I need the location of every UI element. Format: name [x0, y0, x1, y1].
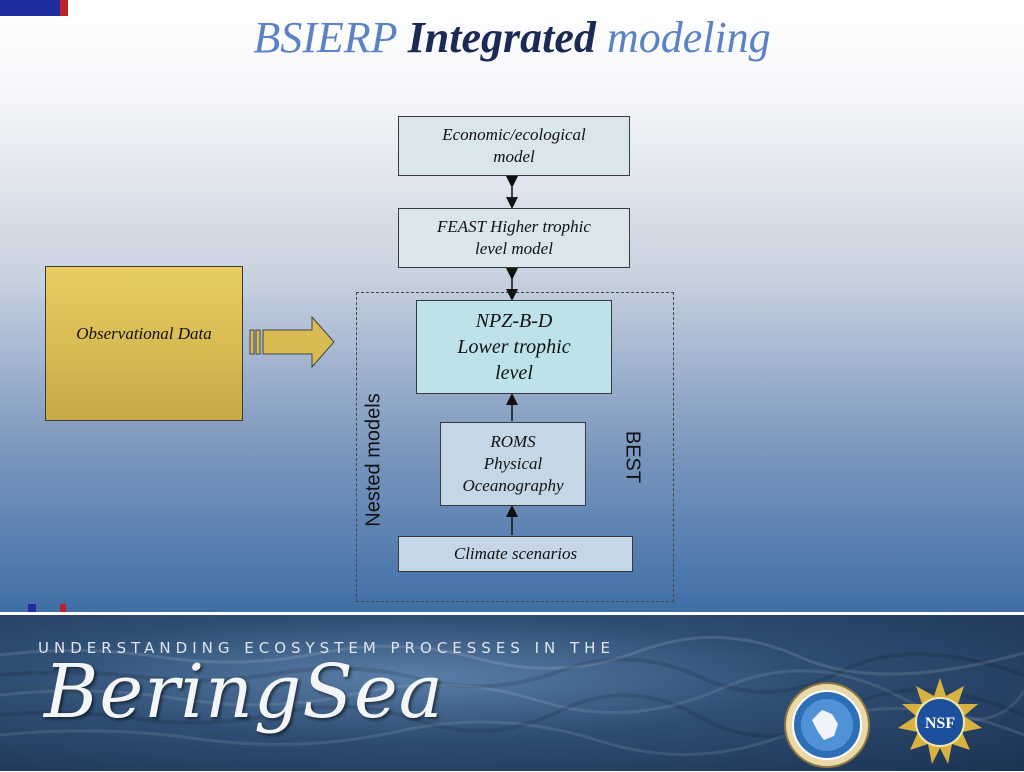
block-arrow-obs-to-npz [249, 315, 335, 369]
economic-model-label: Economic/ecological model [442, 124, 586, 166]
corner-accent-red [60, 0, 68, 16]
observational-data-label: Observational Data [76, 324, 212, 343]
climate-scenarios-box: Climate scenarios [398, 536, 633, 572]
nsf-seal-icon: NSF [898, 678, 982, 764]
climate-scenarios-label: Climate scenarios [453, 543, 578, 563]
economic-ecological-model-box: Economic/ecological model [398, 116, 630, 176]
title-part-bsierp: BSIERP [253, 13, 397, 62]
connector-layer [249, 176, 518, 535]
footer-accent-red [60, 604, 66, 612]
title-part-modeling: modeling [606, 13, 771, 62]
footer-accent-blue [28, 604, 36, 612]
roms-model-box: ROMS Physical Oceanography [440, 422, 586, 506]
roms-model-label: ROMS Physical Oceanography [462, 431, 564, 496]
nested-models-label: Nested models [362, 393, 385, 527]
title-part-integrated: Integrated [407, 13, 596, 62]
npz-model-label: NPZ-B-D Lower trophic level [457, 310, 571, 384]
nsf-seal-text: NSF [925, 715, 955, 732]
banner-subtitle: UNDERSTANDING ECOSYSTEM PROCESSES IN THE [38, 639, 615, 657]
best-label: BEST [621, 430, 644, 484]
npr-board-seal-icon [784, 682, 870, 768]
observational-data-box: Observational Data [45, 266, 243, 421]
npz-model-box: NPZ-B-D Lower trophic level [416, 300, 612, 394]
slide-title: BSIERP Integrated modeling [0, 12, 1024, 63]
corner-accent-blue [0, 0, 60, 16]
feast-model-label: FEAST Higher trophic level model [437, 216, 591, 258]
feast-model-box: FEAST Higher trophic level model [398, 208, 630, 268]
banner-title: BeringSea [44, 649, 444, 735]
